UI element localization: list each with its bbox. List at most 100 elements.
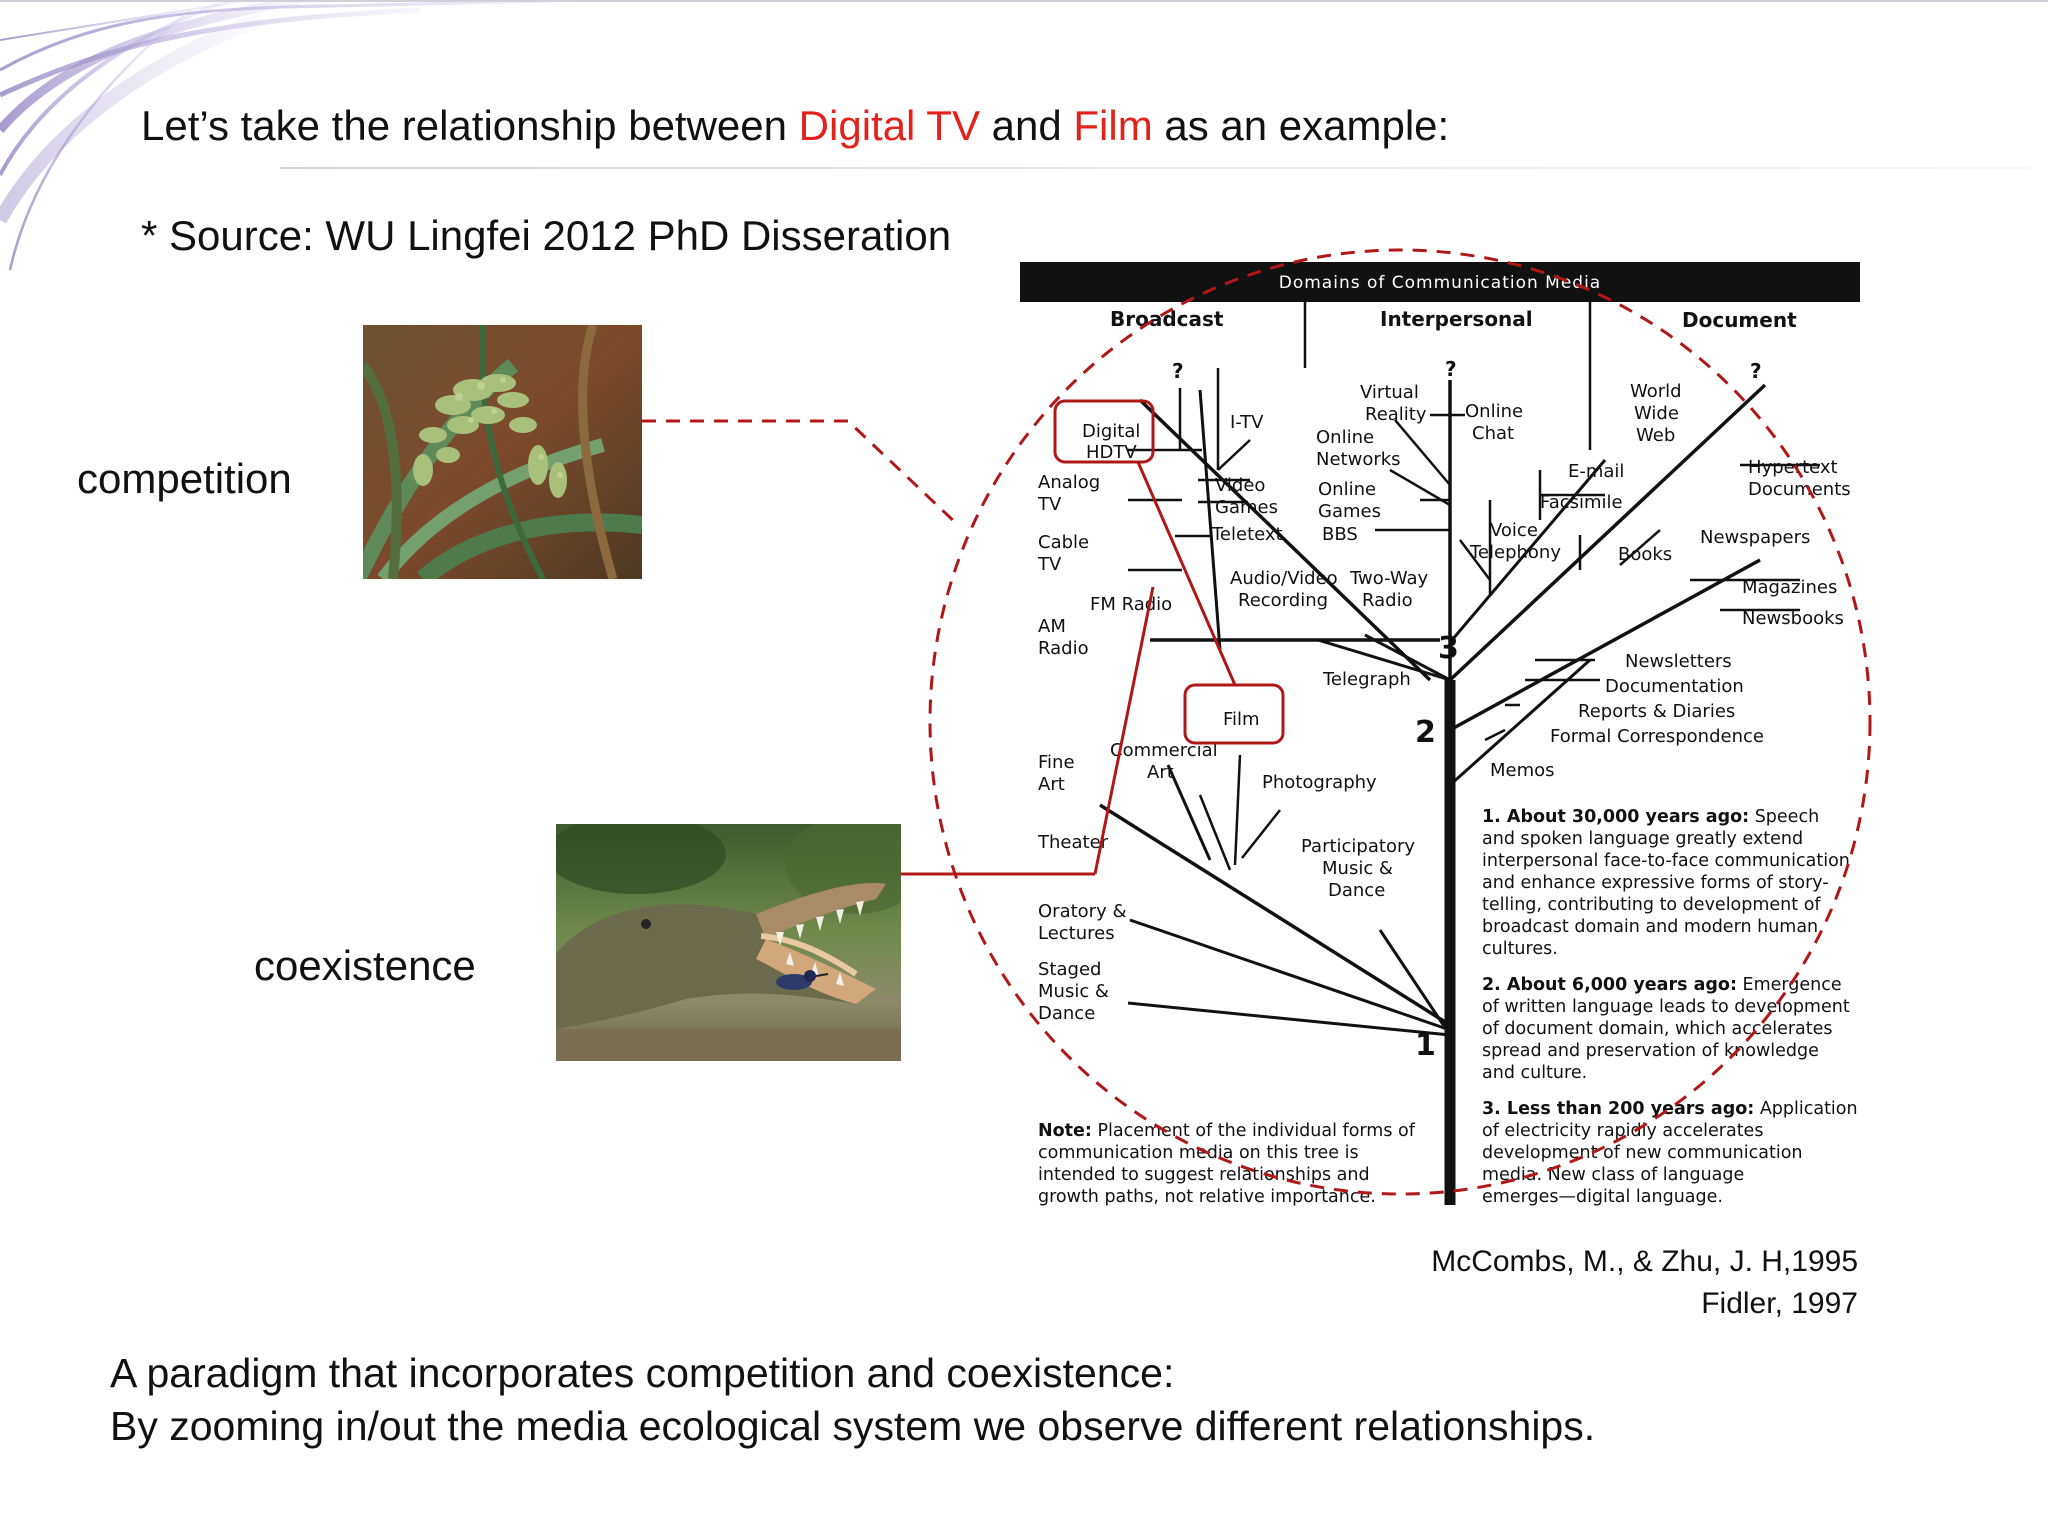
node-am-radio: AM — [1038, 616, 1066, 637]
node-oratory: Lectures — [1038, 923, 1115, 944]
note-3-line: of electricity rapidly accelerates — [1482, 1121, 1763, 1141]
competition-connector — [642, 419, 960, 527]
node-www: Web — [1636, 425, 1675, 446]
node-www: World — [1630, 381, 1682, 402]
competition-photo — [363, 325, 642, 579]
competition-label: competition — [77, 455, 292, 502]
top-rule — [0, 0, 2048, 2]
node-memos: Memos — [1490, 760, 1555, 781]
node-film: Film — [1223, 709, 1260, 730]
media-tree-diagram: Domains of Communication Media Broadcast… — [1020, 262, 1860, 1207]
bottom-statement-2: By zooming in/out the media ecological s… — [110, 1403, 1596, 1449]
note-1-line: broadcast domain and modern human — [1482, 917, 1818, 937]
node-am-radio: Radio — [1038, 638, 1089, 659]
note-1-line: and enhance expressive forms of story- — [1482, 873, 1829, 893]
slide-title: Let’s take the relationship between Digi… — [141, 102, 1449, 150]
node-itv: I-TV — [1230, 412, 1264, 433]
node-participatory: Participatory — [1301, 836, 1415, 857]
note-2-line: of written language leads to development — [1482, 997, 1850, 1017]
node-commercial-art: Art — [1147, 762, 1174, 783]
note-3-line: media. New class of language — [1482, 1165, 1744, 1185]
stage-number-1: 1 — [1415, 1028, 1436, 1063]
domain-document: Document — [1682, 308, 1797, 332]
node-analog-tv: Analog — [1038, 472, 1100, 493]
node-online-chat: Online — [1465, 401, 1523, 422]
node-analog-tv: TV — [1037, 494, 1062, 515]
node-av-recording: Audio/Video — [1230, 568, 1338, 589]
placement-note: Note: Placement of the individual forms … — [1038, 1121, 1416, 1141]
node-fine-art: Art — [1038, 774, 1065, 795]
node-theater: Theater — [1037, 832, 1109, 853]
node-online-chat: Chat — [1472, 423, 1514, 444]
note-3: 3. Less than 200 years ago: Application — [1482, 1099, 1858, 1119]
node-participatory: Music & — [1322, 858, 1393, 879]
node-facsimile: Facsimile — [1540, 492, 1623, 513]
node-staged-music: Dance — [1038, 1003, 1095, 1024]
node-voice-telephony: Voice — [1490, 520, 1538, 541]
title-text: and — [979, 102, 1074, 149]
node-newspapers: Newspapers — [1700, 527, 1810, 548]
node-hypertext: Hypertext — [1748, 457, 1838, 478]
title-highlight-digital-tv: Digital TV — [798, 102, 980, 149]
node-staged-music: Staged — [1038, 959, 1101, 980]
node-video-games: Video — [1215, 475, 1265, 496]
broadcast-question: ? — [1172, 359, 1184, 383]
node-online-networks: Online — [1316, 427, 1374, 448]
title-text: as an example: — [1152, 102, 1450, 149]
node-photography: Photography — [1262, 772, 1377, 793]
node-two-way-radio: Radio — [1362, 590, 1413, 611]
banner-text: Domains of Communication Media — [1279, 273, 1601, 293]
node-documentation: Documentation — [1605, 676, 1744, 697]
domain-broadcast: Broadcast — [1110, 307, 1224, 331]
node-staged-music: Music & — [1038, 981, 1109, 1002]
title-text: Let’s take the relationship between — [141, 102, 799, 149]
node-two-way-radio: Two-Way — [1349, 568, 1429, 589]
node-fm-radio: FM Radio — [1090, 594, 1172, 615]
domain-interpersonal: Interpersonal — [1380, 307, 1533, 331]
node-magazines: Magazines — [1742, 577, 1837, 598]
title-highlight-film: Film — [1073, 102, 1153, 149]
node-digital-hdtv: Digital — [1082, 421, 1140, 442]
placement-note-line: communication media on this tree is — [1038, 1143, 1359, 1163]
node-virtual-reality: Reality — [1365, 404, 1427, 425]
note-2-line: and culture. — [1482, 1063, 1587, 1083]
decorative-swirl — [0, 0, 601, 271]
node-cable-tv: TV — [1037, 554, 1062, 575]
node-oratory: Oratory & — [1038, 901, 1126, 922]
title-underline — [280, 167, 2030, 169]
note-2-line: of document domain, which accelerates — [1482, 1019, 1833, 1039]
node-av-recording: Recording — [1238, 590, 1328, 611]
stage-number-2: 2 — [1415, 715, 1436, 750]
node-bbs: BBS — [1322, 524, 1358, 545]
placement-note-line: growth paths, not relative importance. — [1038, 1187, 1376, 1207]
node-newsbooks: Newsbooks — [1742, 608, 1844, 629]
node-online-games: Games — [1318, 501, 1381, 522]
node-formal-correspondence: Formal Correspondence — [1550, 726, 1764, 747]
note-2-line: spread and preservation of knowledge — [1482, 1041, 1819, 1061]
node-commercial-art: Commercial — [1110, 740, 1218, 761]
note-3-line: emerges—digital language. — [1482, 1187, 1723, 1207]
node-fine-art: Fine — [1038, 752, 1075, 773]
note-1-line: telling, contributing to development of — [1482, 895, 1821, 915]
node-voice-telephony: Telephony — [1469, 542, 1561, 563]
coexistence-label: coexistence — [254, 942, 476, 989]
node-reports-diaries: Reports & Diaries — [1578, 701, 1735, 722]
coexistence-photo — [556, 824, 901, 1061]
node-participatory: Dance — [1328, 880, 1385, 901]
note-1-line: and spoken language greatly extend — [1482, 829, 1803, 849]
node-telegraph: Telegraph — [1322, 669, 1411, 690]
node-online-games: Online — [1318, 479, 1376, 500]
interpersonal-question: ? — [1445, 357, 1457, 381]
node-email: E-mail — [1568, 461, 1624, 482]
node-books: Books — [1618, 544, 1672, 565]
node-video-games: Games — [1215, 497, 1278, 518]
document-question: ? — [1750, 359, 1762, 383]
node-hypertext: Documents — [1748, 479, 1851, 500]
note-2: 2. About 6,000 years ago: Emergence — [1482, 975, 1842, 995]
node-digital-hdtv: HDTV — [1086, 442, 1137, 463]
node-online-networks: Networks — [1316, 449, 1401, 470]
node-teletext: Teletext — [1211, 524, 1283, 545]
note-1-line: cultures. — [1482, 939, 1558, 959]
stage-number-3: 3 — [1438, 631, 1459, 666]
node-cable-tv: Cable — [1038, 532, 1089, 553]
